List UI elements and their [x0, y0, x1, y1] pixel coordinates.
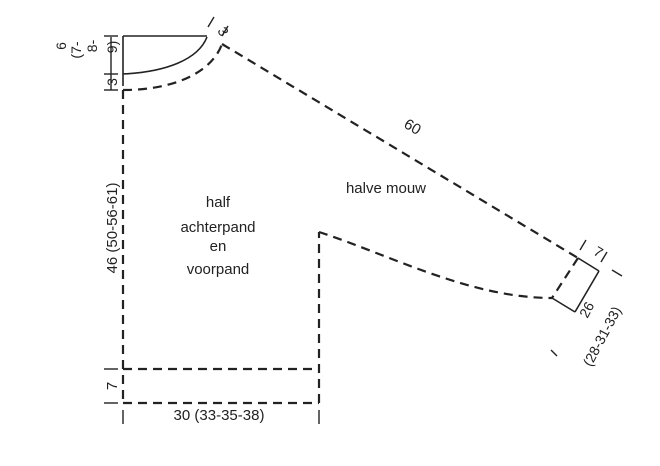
cuff-inner — [551, 257, 579, 299]
svg-text:46 (50-56-61): 46 (50-56-61) — [104, 183, 121, 274]
svg-text:8-: 8- — [84, 39, 100, 52]
body-piece-label: half achterpand en voorpand — [180, 194, 255, 278]
neck-width-label: 6 — [53, 42, 69, 50]
sleeve-bottom-edge — [318, 230, 553, 300]
svg-text:6: 6 — [53, 42, 69, 50]
cuff-bottom — [551, 297, 576, 313]
body-length-label: 46 (50-56-61) — [104, 183, 121, 274]
sleeve-length-label: 60 — [401, 116, 424, 139]
neck-depth-label: 3 — [104, 78, 120, 86]
shoulder-label: 3 — [214, 24, 232, 39]
neck-curve-back — [122, 36, 208, 75]
neck-curve-front — [122, 43, 224, 92]
svg-text:26: 26 — [576, 299, 598, 320]
sleeve-piece-label: halve mouw — [346, 180, 426, 197]
svg-text:7: 7 — [104, 382, 121, 390]
ribbing-label: 7 — [104, 382, 121, 390]
svg-text:(7-: (7- — [68, 41, 84, 58]
svg-text:achterpand: achterpand — [180, 219, 255, 236]
sleeve-top-edge — [221, 43, 579, 259]
svg-text:9): 9) — [104, 41, 120, 53]
svg-text:3: 3 — [104, 78, 120, 86]
sleeve-width-label: 26 — [576, 299, 598, 320]
svg-text:voorpand: voorpand — [187, 261, 250, 278]
cuff-top — [577, 257, 600, 272]
svg-text:half: half — [206, 194, 231, 211]
svg-text:3: 3 — [214, 24, 232, 39]
width-label: 30 (33-35-38) — [174, 407, 265, 424]
dimension-ticks — [104, 16, 623, 424]
svg-text:60: 60 — [401, 116, 424, 139]
svg-text:en: en — [210, 238, 227, 255]
body-outline — [121, 35, 321, 405]
cuff-outer — [574, 270, 600, 313]
sleeve-outline — [221, 43, 600, 313]
